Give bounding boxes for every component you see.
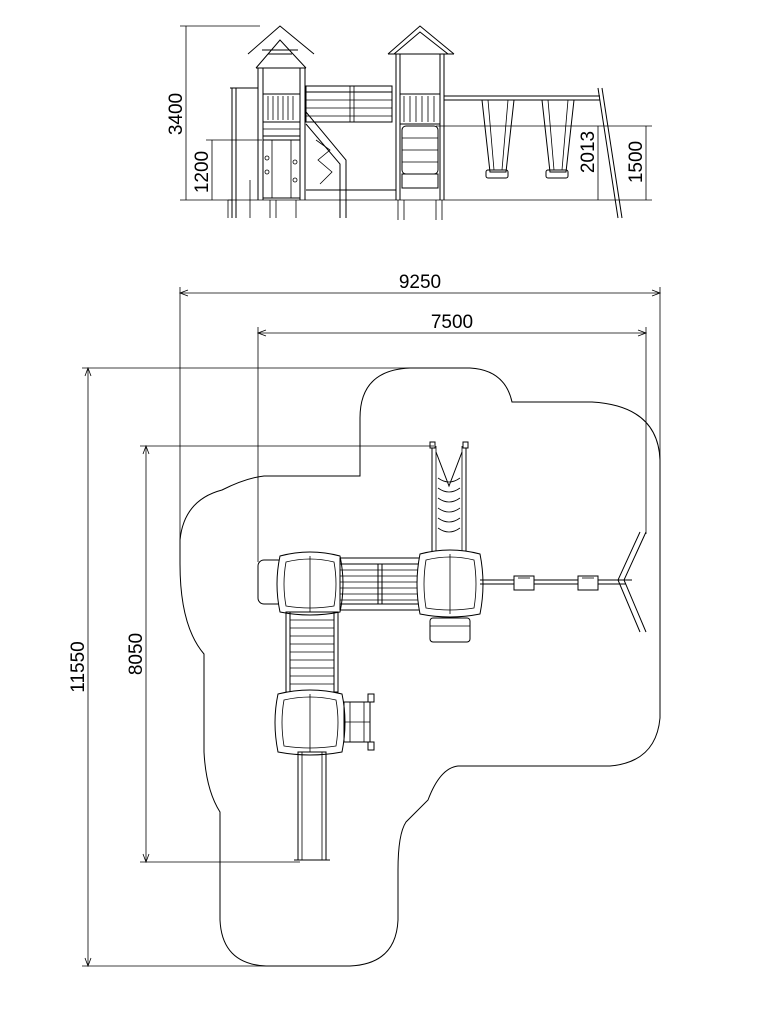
plan-swing (480, 531, 647, 633)
elevation-bridge (305, 85, 393, 123)
dim-swing-height: 1500 (626, 141, 647, 183)
plan-ladder-top (429, 441, 469, 552)
plan-ramp (285, 611, 339, 693)
elevation-dimensions: 3400 1200 2013 1500 (166, 25, 652, 201)
plan-tower-a (276, 551, 344, 616)
safety-zone-outline (179, 367, 661, 967)
dim-total-height: 3400 (166, 93, 187, 135)
plan-slide (294, 751, 330, 861)
swing-frame (444, 87, 623, 219)
dim-structure-width: 7500 (431, 312, 473, 333)
dim-swing-beam-height: 2013 (578, 131, 599, 173)
plan-tower-c (274, 689, 375, 756)
right-tower (387, 25, 455, 220)
elevation-view: 3400 1200 2013 1500 (166, 25, 652, 220)
left-tower (227, 25, 315, 218)
dim-structure-depth: 8050 (126, 633, 147, 675)
plan-tower-b (416, 549, 484, 643)
plan-view: 9250 7500 11550 8050 (68, 272, 662, 968)
plan-bridge (339, 557, 421, 611)
elevation-slide (305, 111, 396, 218)
dim-platform-height: 1200 (192, 151, 213, 193)
dim-overall-depth: 11550 (68, 641, 89, 692)
plan-dimensions: 9250 7500 11550 8050 (68, 272, 662, 968)
dim-overall-width: 9250 (399, 272, 441, 293)
